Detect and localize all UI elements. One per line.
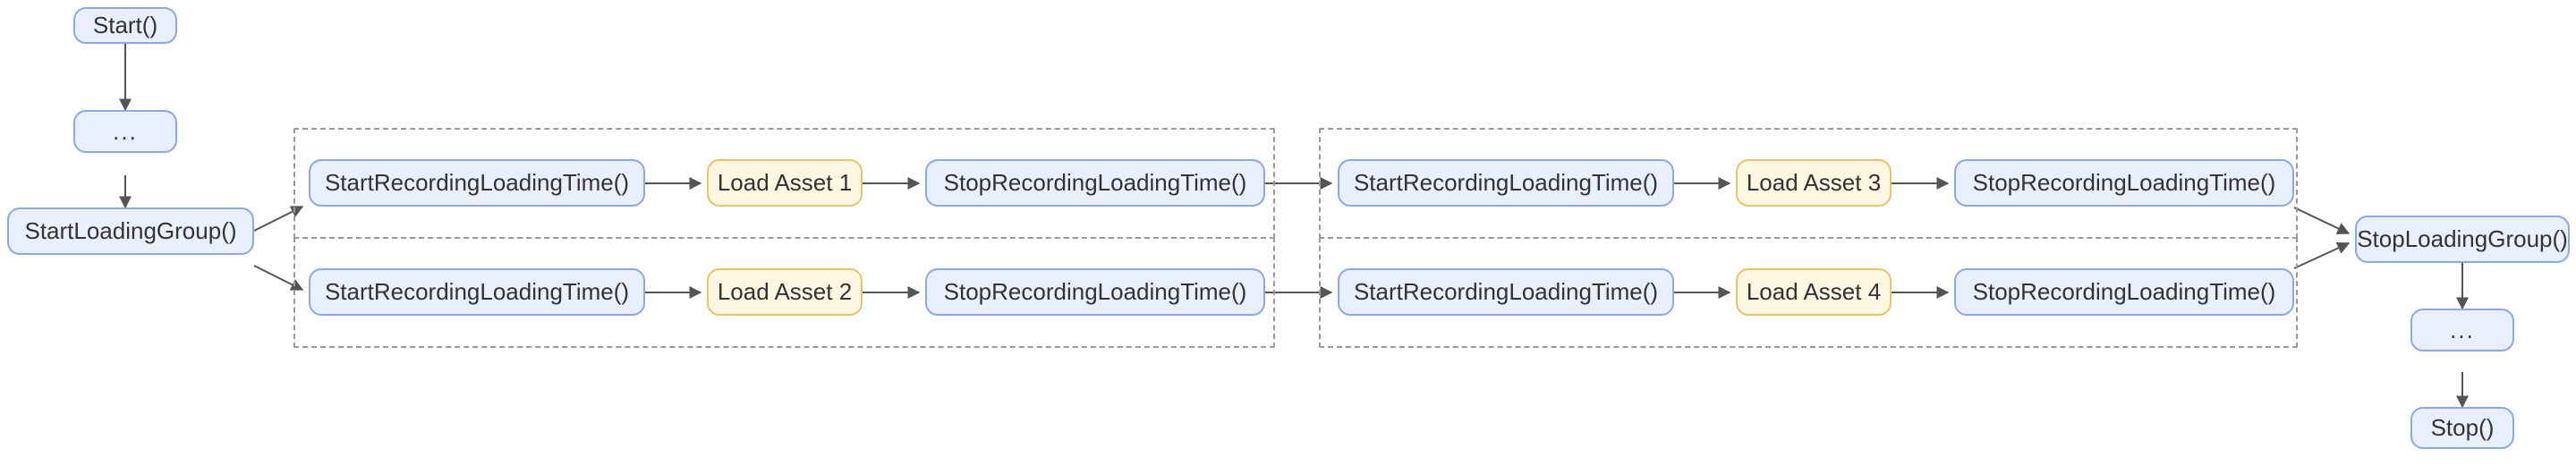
node-g4-start-recording-loading-time[interactable]: StartRecordingLoadingTime() bbox=[1338, 268, 1674, 316]
node-start[interactable]: Start() bbox=[73, 7, 177, 44]
node-g3-stop-recording-loading-time[interactable]: StopRecordingLoadingTime() bbox=[1954, 159, 2294, 207]
group-box-asset-2 bbox=[293, 237, 1275, 348]
node-stop[interactable]: Stop() bbox=[2410, 407, 2514, 449]
node-g1-stop-recording-loading-time[interactable]: StopRecordingLoadingTime() bbox=[925, 159, 1265, 207]
node-g2-start-recording-loading-time[interactable]: StartRecordingLoadingTime() bbox=[309, 268, 645, 316]
node-g1-load-asset[interactable]: Load Asset 1 bbox=[707, 159, 863, 207]
node-g3-load-asset[interactable]: Load Asset 3 bbox=[1736, 159, 1892, 207]
edge-g4-stop-to-stoploadinggroup bbox=[2293, 241, 2351, 269]
node-entry-ellipsis[interactable]: ... bbox=[73, 110, 177, 153]
node-g2-stop-recording-loading-time[interactable]: StopRecordingLoadingTime() bbox=[925, 268, 1265, 316]
node-stop-loading-group[interactable]: StopLoadingGroup() bbox=[2355, 216, 2570, 263]
node-start-loading-group[interactable]: StartLoadingGroup() bbox=[7, 207, 254, 255]
group-box-asset-4 bbox=[1319, 237, 2298, 348]
node-g2-load-asset[interactable]: Load Asset 2 bbox=[707, 268, 863, 316]
node-g3-start-recording-loading-time[interactable]: StartRecordingLoadingTime() bbox=[1338, 159, 1674, 207]
node-g1-start-recording-loading-time[interactable]: StartRecordingLoadingTime() bbox=[309, 159, 645, 207]
edge-g3-stop-to-stoploadinggroup bbox=[2293, 207, 2351, 234]
node-g4-stop-recording-loading-time[interactable]: StopRecordingLoadingTime() bbox=[1954, 268, 2294, 316]
node-exit-ellipsis[interactable]: ... bbox=[2410, 309, 2514, 351]
node-g4-load-asset[interactable]: Load Asset 4 bbox=[1736, 268, 1892, 316]
